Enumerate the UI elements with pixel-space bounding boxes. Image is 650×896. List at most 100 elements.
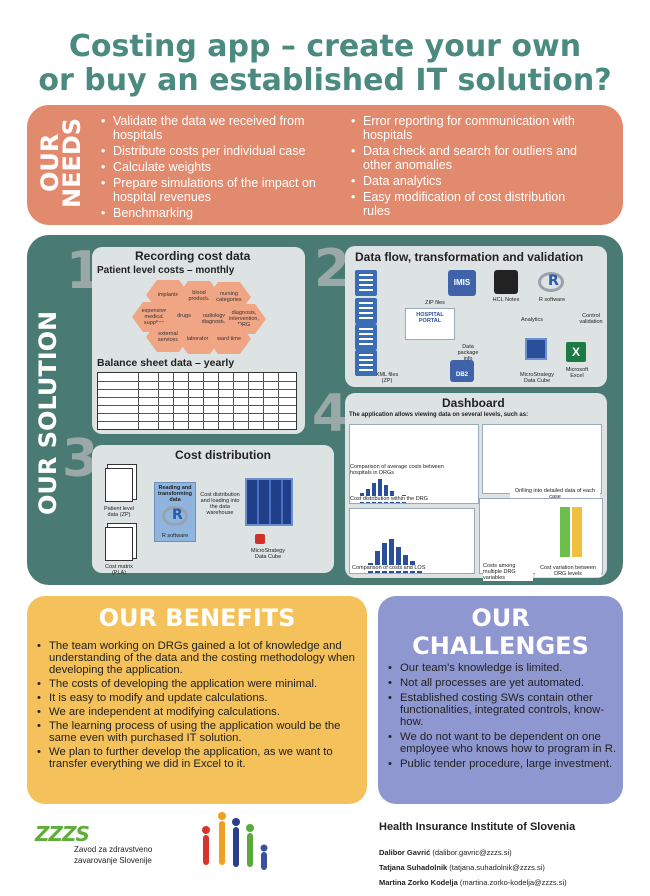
- list-item: Validate the data we received from hospi…: [101, 114, 331, 142]
- challenges-heading-line-2: CHALLENGES: [412, 632, 589, 660]
- hospital-portal-screen: [405, 308, 455, 340]
- contact-row: Tatjana Suhadolnik (tatjana.suhadolnik@z…: [379, 860, 567, 875]
- list-item: Our team's knowledge is limited.: [388, 662, 618, 674]
- benefits-heading: OUR BENEFITS: [98, 604, 296, 632]
- hospital-building-icon: [355, 324, 377, 350]
- analytics-label: Analytics: [520, 317, 543, 323]
- microstrategy-cube-icon: [525, 338, 547, 360]
- dashboard-caption: Comparison of average costs between hosp…: [350, 464, 460, 476]
- list-item: Not all processes are yet automated.: [388, 677, 618, 689]
- list-item: The learning process of using the applic…: [37, 720, 362, 744]
- challenges-list: Our team's knowledge is limited. Not all…: [388, 662, 618, 773]
- balance-sheet-heading: Balance sheet data – yearly: [97, 357, 235, 369]
- step-4-number: 4: [312, 384, 349, 444]
- microstrategy-label: MicroStrategy Data Cube: [251, 548, 285, 560]
- step-4-title: Dashboard: [442, 396, 505, 410]
- list-item: The costs of developing the application …: [37, 678, 362, 690]
- r-logo-icon: R: [162, 506, 188, 526]
- dashboard-screenshot: [349, 508, 475, 574]
- list-item: Established costing SWs contain other fu…: [388, 692, 618, 728]
- balance-sheet-table: [97, 372, 297, 430]
- dashboard-caption: Cost variation between DRG levels: [535, 565, 601, 577]
- list-item: Easy modification of cost distribution r…: [351, 190, 591, 218]
- list-item: We are independent at modifying calculat…: [37, 706, 362, 718]
- hcl-notes-icon: [494, 270, 518, 294]
- contact-email[interactable]: (martina.zorko-kodelja@zzzs.si): [459, 878, 567, 887]
- microstrategy-icon: [255, 534, 265, 544]
- contact-name: Martina Zorko Kodelja: [379, 878, 458, 887]
- org-name-line-1: Zavod za zdravstveno: [74, 845, 153, 854]
- dashboard-screenshot: [479, 498, 603, 574]
- cost-distribution-label: Cost distribution and loading into the d…: [200, 492, 240, 516]
- dashboard-caption: Comparison of costs and LOS: [352, 565, 432, 571]
- challenges-heading: OUR CHALLENGES: [378, 604, 623, 660]
- challenges-heading-line-1: OUR: [471, 604, 530, 632]
- r-name-label: R software: [161, 533, 189, 539]
- zip-files-label: ZIP files: [425, 300, 445, 306]
- needs-list-left: Validate the data we received from hospi…: [101, 114, 331, 222]
- list-item: Benchmarking: [101, 206, 331, 220]
- step-2-title: Data flow, transformation and validation: [355, 250, 584, 264]
- control-validation-label: Control validation: [579, 313, 603, 325]
- xml-files-label: XML files (ZP): [375, 372, 399, 384]
- list-item: Public tender procedure, large investmen…: [388, 758, 618, 770]
- contact-name: Dalibor Gavrić: [379, 848, 431, 857]
- title-line-1: Costing app – create your own: [68, 29, 582, 64]
- contact-email[interactable]: (dalibor.gavric@zzzs.si): [432, 848, 512, 857]
- zzzs-logo: ZZZS: [35, 822, 90, 846]
- dashboard-caption: Cost distribution within the DRG: [350, 496, 430, 502]
- microstrategy-label: MicroStrategy Data Cube: [520, 372, 554, 384]
- step-2-card: [345, 246, 607, 387]
- page-title: Costing app – create your own or buy an …: [0, 30, 650, 98]
- institute-name: Health Insurance Institute of Slovenia: [379, 821, 576, 833]
- list-item: Prepare simulations of the impact on hos…: [101, 176, 331, 204]
- list-item: The team working on DRGs gained a lot of…: [37, 640, 362, 676]
- data-warehouse-cube-icon: [245, 478, 293, 526]
- org-name-line-2: zavarovanje Slovenije: [74, 856, 152, 865]
- dashboard-screenshot: [482, 424, 602, 494]
- contact-email[interactable]: (tatjana.suhadolnik@zzzs.si): [449, 863, 545, 872]
- r-logo-icon: R: [538, 272, 564, 292]
- hospital-building-icon: [355, 298, 377, 324]
- dashboard-caption: Drilling into detailed data of each case: [510, 488, 600, 500]
- r-software-label: R software: [538, 297, 566, 303]
- dashboard-subtitle: The application allows viewing data on s…: [349, 412, 529, 418]
- contact-name: Tatjana Suhadolnik: [379, 863, 448, 872]
- list-item: Data analytics: [351, 174, 591, 188]
- cost-matrix-label: Cost matrix (PLA): [105, 564, 133, 576]
- contact-row: Martina Zorko Kodelja (martina.zorko-kod…: [379, 875, 567, 890]
- contact-row: Dalibor Gavrić (dalibor.gavric@zzzs.si): [379, 845, 567, 860]
- needs-heading-line-2: NEEDS: [58, 117, 86, 208]
- title-line-2: or buy an established IT solution?: [38, 63, 612, 98]
- reading-label: Reading and transforming data: [158, 485, 192, 503]
- step-1-title: Recording cost data: [135, 249, 251, 263]
- list-item: We do not want to be dependent on one em…: [388, 731, 618, 755]
- list-item: Calculate weights: [101, 160, 331, 174]
- contact-list: Dalibor Gavrić (dalibor.gavric@zzzs.si) …: [379, 845, 567, 890]
- people-figures-illustration: [202, 812, 268, 870]
- org-name: Zavod za zdravstveno zavarovanje Sloveni…: [74, 844, 152, 866]
- list-item: It is easy to modify and update calculat…: [37, 692, 362, 704]
- db2-box: DB2: [450, 360, 474, 382]
- document-stack-icon: [105, 527, 133, 561]
- hospital-building-icon: [355, 350, 377, 376]
- patient-data-label: Patient level data (ZP): [104, 506, 134, 518]
- benefits-panel: OUR BENEFITS The team working on DRGs ga…: [27, 596, 367, 804]
- excel-label: Microsoft Excel: [565, 367, 589, 379]
- benefits-list: The team working on DRGs gained a lot of…: [37, 640, 362, 772]
- list-item: Data check and search for outliers and o…: [351, 144, 591, 172]
- hcl-notes-label: HCL Notes: [492, 297, 520, 303]
- data-package-label: Data package info: [457, 344, 479, 362]
- hospital-building-icon: [355, 270, 377, 296]
- patient-costs-heading: Patient level costs – monthly: [97, 265, 235, 276]
- excel-icon: X: [566, 342, 586, 362]
- list-item: We plan to further develop the applicati…: [37, 746, 362, 770]
- list-item: Error reporting for communication with h…: [351, 114, 591, 142]
- list-item: Distribute costs per individual case: [101, 144, 331, 158]
- imis-box: IMIS: [448, 270, 476, 296]
- document-stack-icon: [105, 468, 133, 502]
- hospital-portal-label: HOSPITAL PORTAL: [416, 312, 444, 324]
- dashboard-caption: Costs among multiple DRG variables: [483, 563, 533, 581]
- step-2-number: 2: [314, 239, 351, 299]
- needs-list-right: Error reporting for communication with h…: [351, 114, 591, 220]
